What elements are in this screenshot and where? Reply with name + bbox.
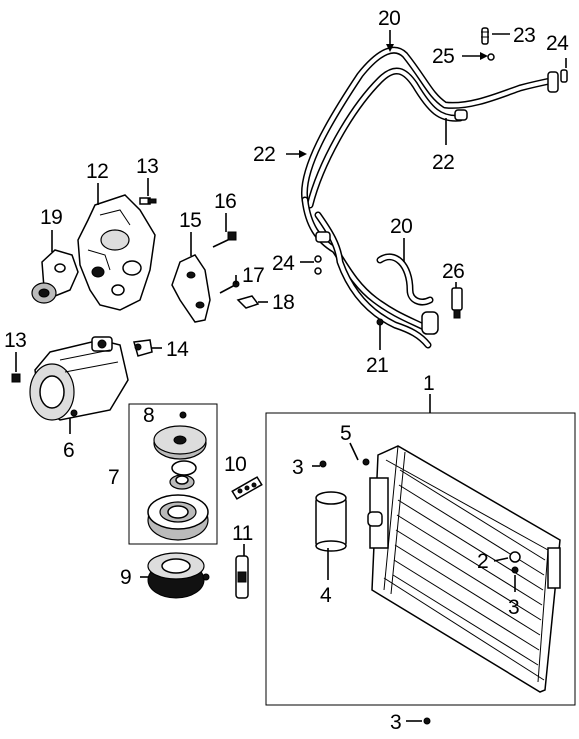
clutch-pulley xyxy=(147,494,209,541)
field-coil-9 xyxy=(147,552,210,599)
bolt-16 xyxy=(212,231,237,248)
compressor-6 xyxy=(29,336,129,421)
leader-lines xyxy=(15,30,567,722)
bolt-13-upper xyxy=(139,197,157,205)
callout-3-bottom: 3 xyxy=(390,711,401,734)
callout-4: 4 xyxy=(320,584,332,607)
idler-pulley-19 xyxy=(31,249,79,304)
bracket-15 xyxy=(171,254,211,323)
callout-13-upper: 13 xyxy=(136,155,158,178)
clutch-hub-8 xyxy=(153,411,207,460)
fitting-24-upper xyxy=(560,69,568,83)
callout-23: 23 xyxy=(513,24,535,47)
callout-9: 9 xyxy=(120,566,131,589)
clutch-assembly-box xyxy=(128,403,218,545)
oring-25 xyxy=(487,53,495,61)
callout-2: 2 xyxy=(477,550,488,573)
callout-12: 12 xyxy=(86,160,108,183)
callout-22-left: 22 xyxy=(253,143,275,166)
receiver-drier-4 xyxy=(315,491,347,552)
condenser-core xyxy=(367,445,561,693)
callout-11: 11 xyxy=(232,522,253,545)
callout-20-upper: 20 xyxy=(378,7,400,30)
mounting-bracket-12 xyxy=(77,194,156,311)
clutch-ring xyxy=(169,460,197,490)
fitting-23 xyxy=(481,27,489,45)
fuse-11 xyxy=(235,555,249,599)
callout-8: 8 xyxy=(143,404,154,427)
clip-18 xyxy=(236,295,260,309)
callout-24-lower: 24 xyxy=(272,252,295,275)
callout-16: 16 xyxy=(214,190,236,213)
callout-20-lower: 20 xyxy=(390,215,412,238)
bolt-13-lower xyxy=(11,373,21,383)
callout-13-lower: 13 xyxy=(4,329,26,352)
callout-24-upper: 24 xyxy=(546,32,569,55)
callout-21: 21 xyxy=(366,354,388,377)
callout-14: 14 xyxy=(166,338,189,361)
callout-10: 10 xyxy=(224,453,246,476)
callout-22-right: 22 xyxy=(432,151,454,174)
callout-18: 18 xyxy=(272,291,294,314)
callout-3-left: 3 xyxy=(292,456,303,479)
condenser-assembly-box xyxy=(265,412,576,706)
callout-6: 6 xyxy=(63,439,74,462)
callout-7: 7 xyxy=(108,466,119,489)
callout-3-right: 3 xyxy=(508,596,519,619)
callout-5: 5 xyxy=(340,422,351,445)
condenser-bolts xyxy=(319,458,521,725)
fitting-24-lower xyxy=(314,255,322,275)
ac-hose-assembly xyxy=(300,46,559,349)
shim-kit-10 xyxy=(231,476,263,500)
callout-15: 15 xyxy=(179,209,201,232)
switch-26 xyxy=(451,287,463,319)
callout-19: 19 xyxy=(40,206,62,229)
callout-17: 17 xyxy=(242,264,264,287)
callout-1: 1 xyxy=(423,372,434,395)
valve-14 xyxy=(133,339,153,357)
callout-25: 25 xyxy=(432,45,454,68)
callout-26: 26 xyxy=(442,260,464,283)
